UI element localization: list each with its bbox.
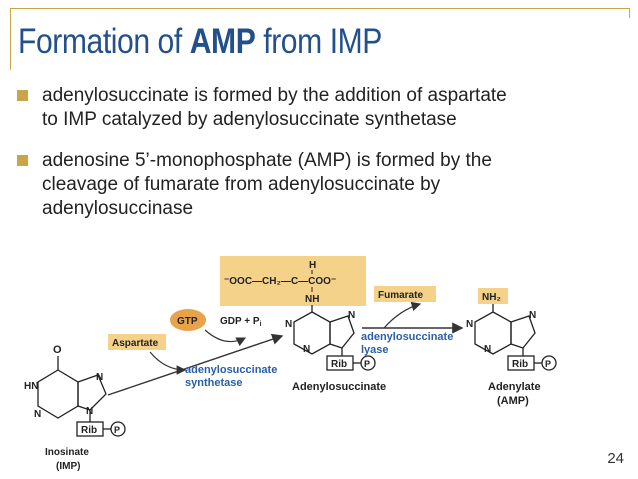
- aspartate-label: Aspartate: [112, 338, 159, 349]
- page-title: Formation of AMP from IMP: [18, 22, 382, 61]
- adenylosuccinate-molecule: [293, 305, 376, 371]
- amp-name: Adenylate: [488, 381, 541, 393]
- imp-abbr: (IMP): [56, 461, 80, 472]
- main-arrow-1: [107, 333, 284, 396]
- imp-n3: N: [86, 406, 93, 417]
- imp-n1: N: [34, 409, 41, 420]
- frame-line-top: [10, 8, 630, 9]
- amp-n1: N: [466, 319, 473, 330]
- side-chain-box: [220, 256, 366, 306]
- adenylosuccinate-n3: N: [348, 310, 355, 321]
- gdp-label: GDP + Pi: [220, 316, 262, 328]
- imp-hn: HN: [24, 381, 38, 392]
- amp-molecule: [474, 304, 557, 371]
- frame-line-right: [629, 8, 630, 18]
- adenylosuccinate-name: Adenylosuccinate: [292, 381, 386, 393]
- side-chain-formula: ⁻OOC—CH₂—C—COO⁻: [224, 276, 336, 287]
- adenylosuccinate-n2: N: [303, 344, 310, 355]
- imp-p: P: [114, 425, 120, 435]
- amp-n3: N: [529, 310, 536, 321]
- amp-p: P: [545, 359, 551, 369]
- amp-n2: N: [484, 344, 491, 355]
- aspartate-arrow: [149, 351, 187, 375]
- imp-name: Inosinate: [45, 447, 89, 458]
- imp-n2: N: [96, 372, 103, 383]
- gtp-oval: [170, 309, 206, 331]
- imp-o: O: [53, 344, 62, 356]
- enzyme1-line2: synthetase: [185, 377, 242, 389]
- imp-molecule: [37, 356, 126, 437]
- enzyme2-line1: adenylosuccinate: [361, 331, 453, 343]
- slide-number: 24: [607, 450, 624, 467]
- enzyme1-line1: adenylosuccinate: [185, 364, 277, 376]
- adenylosuccinate-p: P: [364, 359, 370, 369]
- side-chain-h: H: [309, 260, 316, 271]
- fumarate-label: Fumarate: [378, 290, 423, 301]
- fumarate-box: [374, 286, 436, 302]
- aspartate-box: [108, 334, 166, 350]
- bullet-marker-2: [17, 155, 28, 166]
- gtp-arrow: [204, 329, 247, 347]
- gtp-label: GTP: [177, 316, 198, 327]
- fumarate-arrow: [383, 301, 422, 329]
- amp-abbr: (AMP): [497, 395, 529, 407]
- imp-rib: Rib: [81, 425, 97, 436]
- bullet-marker-1: [17, 90, 28, 101]
- bullet-text-1: adenylosuccinate is formed by the additi…: [42, 85, 507, 130]
- side-chain-nh: NH: [305, 294, 319, 305]
- bullet-text-2: adenosine 5’-monophosphate (AMP) is form…: [42, 150, 492, 219]
- adenylosuccinate-rib: Rib: [331, 359, 347, 370]
- nh2-box: [478, 288, 508, 304]
- nh2-label: NH₂: [482, 292, 501, 303]
- frame-line-left: [10, 8, 11, 70]
- enzyme2-line2: lyase: [361, 344, 389, 356]
- amp-rib: Rib: [512, 359, 528, 370]
- adenylosuccinate-n1: N: [285, 319, 292, 330]
